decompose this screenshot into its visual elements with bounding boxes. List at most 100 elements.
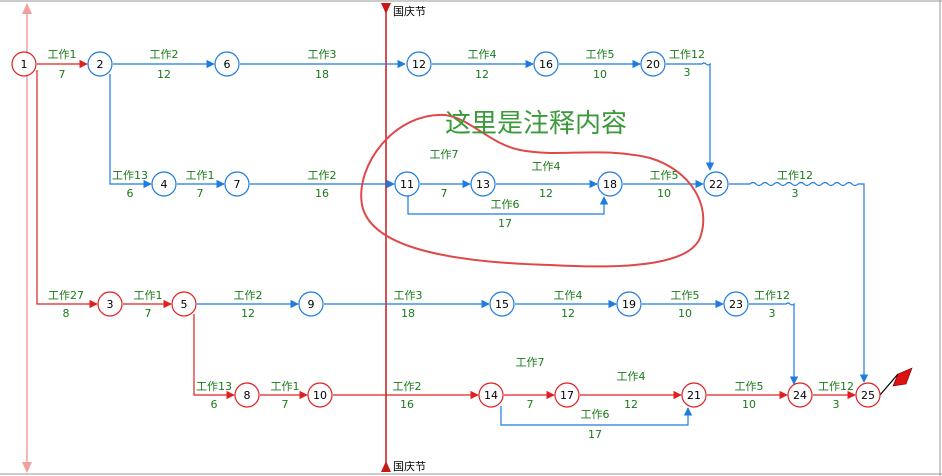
finish-flag-icon [879, 367, 913, 396]
node[interactable]: 20 [640, 51, 666, 77]
svg-text:10: 10 [313, 389, 327, 402]
activity-duration: 10 [678, 307, 692, 320]
activity-duration: 6 [211, 398, 218, 411]
edges-row1 [37, 59, 715, 171]
activity-name: 工作3 [394, 289, 423, 302]
activity-name: 工作13 [112, 169, 148, 182]
edges-row4 [193, 314, 856, 426]
node[interactable]: 7 [224, 171, 250, 197]
activity-name: 工作6 [491, 198, 520, 211]
activity-name: 工作12 [777, 169, 813, 182]
svg-text:2: 2 [97, 58, 104, 71]
svg-text:14: 14 [484, 389, 498, 402]
activity-duration: 3 [769, 307, 776, 320]
svg-text:12: 12 [412, 58, 426, 71]
svg-text:6: 6 [224, 58, 231, 71]
svg-text:15: 15 [495, 298, 509, 311]
activity-name: 工作12 [669, 48, 705, 61]
svg-text:17: 17 [560, 389, 574, 402]
svg-text:1: 1 [21, 58, 28, 71]
node[interactable]: 3 [97, 291, 123, 317]
activity-duration: 12 [539, 187, 553, 200]
node[interactable]: 21 [681, 382, 707, 408]
svg-text:18: 18 [603, 178, 617, 191]
edges-row3 [36, 70, 799, 385]
activity-name: 工作7 [430, 148, 459, 161]
edges-row2 [109, 74, 869, 383]
activity-name: 工作2 [393, 380, 422, 393]
node[interactable]: 12 [406, 51, 432, 77]
activity-duration: 7 [197, 187, 204, 200]
activity-duration: 6 [127, 187, 134, 200]
activity-duration: 18 [401, 307, 415, 320]
activity-name: 工作5 [671, 289, 700, 302]
svg-text:21: 21 [687, 389, 701, 402]
svg-text:16: 16 [539, 58, 553, 71]
node[interactable]: 23 [723, 291, 749, 317]
activity-duration: 7 [59, 68, 66, 81]
activity-name: 工作4 [617, 370, 646, 383]
svg-text:13: 13 [476, 178, 490, 191]
svg-text:20: 20 [646, 58, 660, 71]
node[interactable]: 11 [394, 171, 420, 197]
holiday-line: 国庆节 国庆节 [381, 3, 426, 473]
node[interactable]: 16 [533, 51, 559, 77]
svg-text:5: 5 [181, 298, 188, 311]
activity-duration: 7 [441, 187, 448, 200]
node[interactable]: 19 [616, 291, 642, 317]
svg-text:7: 7 [234, 178, 241, 191]
node[interactable]: 25 [855, 382, 881, 408]
activity-name: 工作12 [818, 380, 854, 393]
activity-duration: 12 [475, 68, 489, 81]
svg-text:22: 22 [709, 178, 723, 191]
activity-duration: 8 [63, 307, 70, 320]
activity-name: 工作5 [586, 48, 615, 61]
node[interactable]: 4 [151, 171, 177, 197]
node[interactable]: 13 [470, 171, 496, 197]
svg-text:23: 23 [729, 298, 743, 311]
node[interactable]: 14 [478, 382, 504, 408]
svg-text:8: 8 [244, 389, 251, 402]
node[interactable]: 1 [11, 51, 37, 77]
activity-duration: 12 [157, 68, 171, 81]
node[interactable]: 24 [787, 382, 813, 408]
holiday-label-top: 国庆节 [393, 4, 426, 18]
activity-duration: 7 [282, 398, 289, 411]
node[interactable]: 18 [597, 171, 623, 197]
activity-duration: 3 [833, 398, 840, 411]
activity-labels: 工作1 7 工作2 12 工作3 18 工作4 12 工作5 10 工作12 3… [48, 48, 855, 441]
activity-name: 工作6 [581, 408, 610, 421]
activity-duration: 17 [588, 428, 602, 441]
node[interactable]: 22 [703, 171, 729, 197]
node[interactable]: 2 [87, 51, 113, 77]
activity-duration: 17 [498, 217, 512, 230]
activity-name: 工作27 [48, 289, 84, 302]
activity-duration: 7 [527, 398, 534, 411]
activity-name: 工作4 [532, 160, 561, 173]
activity-name: 工作13 [196, 380, 232, 393]
svg-text:11: 11 [400, 178, 414, 191]
activity-duration: 16 [315, 187, 329, 200]
activity-name: 工作4 [554, 289, 583, 302]
activity-name: 工作2 [308, 169, 337, 182]
activity-duration: 12 [241, 307, 255, 320]
node[interactable]: 10 [307, 382, 333, 408]
node[interactable]: 9 [298, 291, 324, 317]
activity-name: 工作1 [186, 169, 215, 182]
node[interactable]: 6 [214, 51, 240, 77]
node[interactable]: 5 [171, 291, 197, 317]
activity-name: 工作4 [468, 48, 497, 61]
node[interactable]: 17 [554, 382, 580, 408]
svg-text:9: 9 [308, 298, 315, 311]
activity-name: 工作1 [271, 380, 300, 393]
activity-duration: 10 [657, 187, 671, 200]
activity-name: 工作1 [134, 289, 163, 302]
activity-name: 工作1 [48, 48, 77, 61]
time-axis [22, 3, 32, 473]
node[interactable]: 8 [234, 382, 260, 408]
activity-duration: 18 [315, 68, 329, 81]
node[interactable]: 15 [489, 291, 515, 317]
activity-duration: 10 [742, 398, 756, 411]
activity-name: 工作5 [650, 169, 679, 182]
